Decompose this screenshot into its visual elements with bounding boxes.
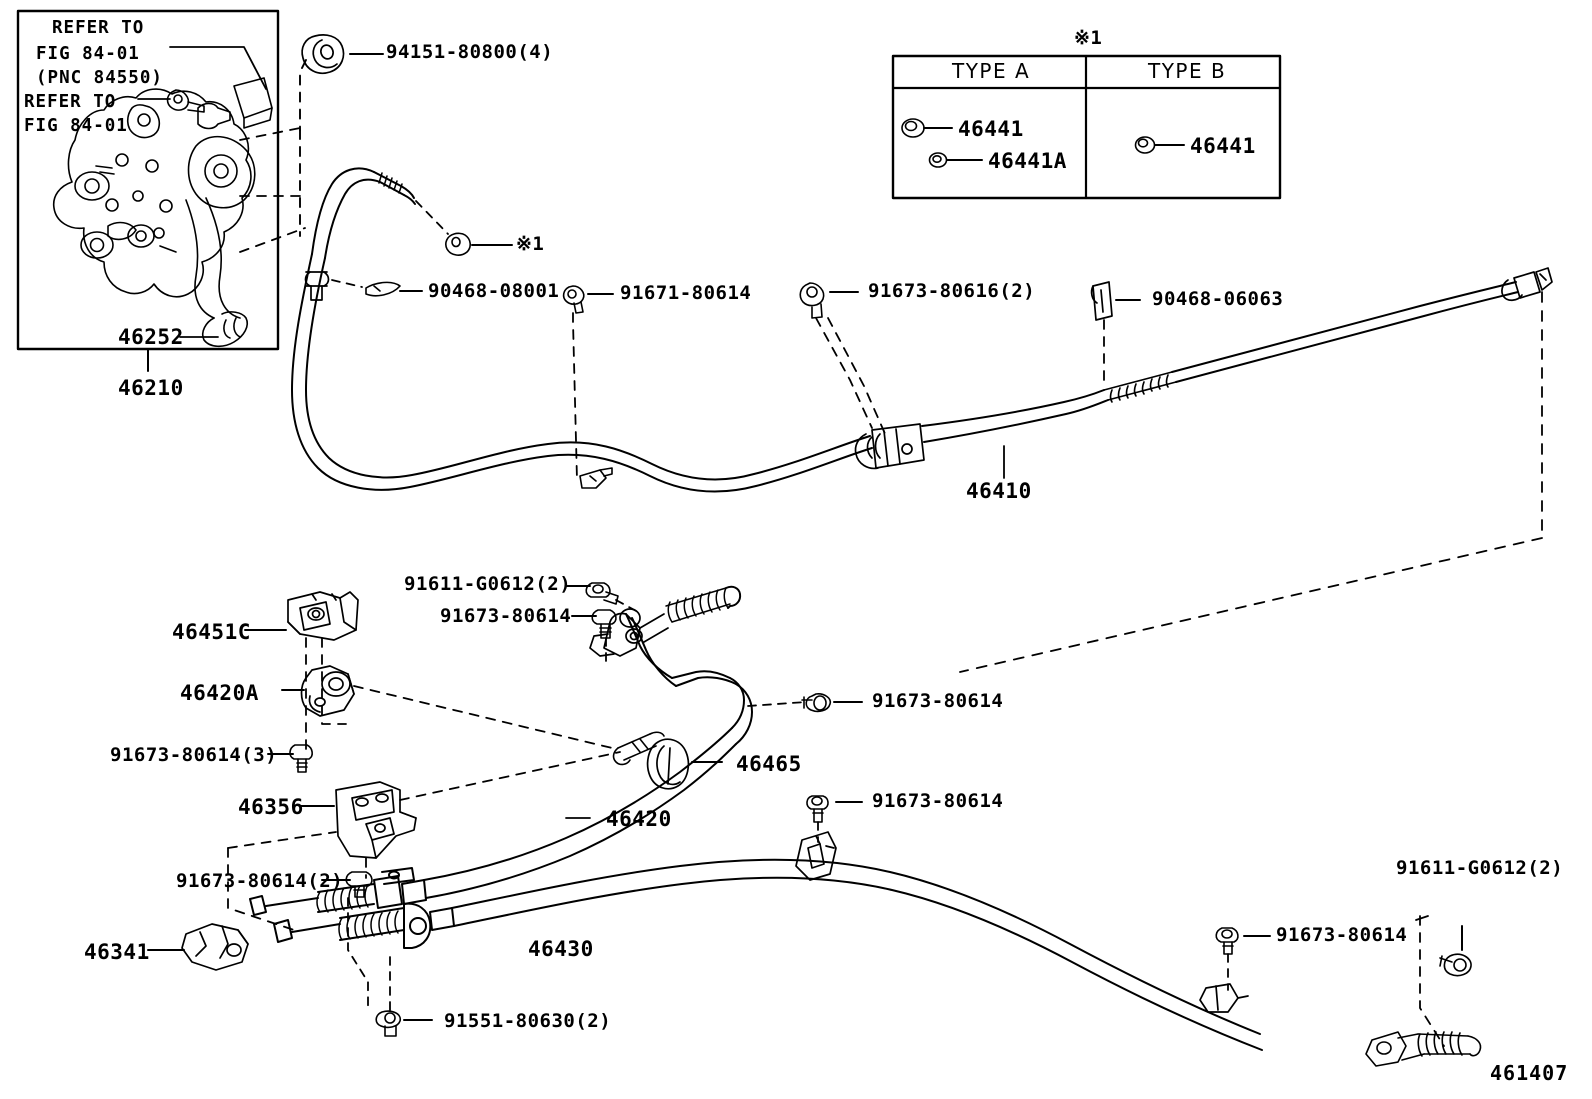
inset-refer-line-1: REFER TO <box>52 18 145 38</box>
callout-46465: 46465 <box>736 752 802 776</box>
bolt-91673-equalizer <box>591 609 617 639</box>
callout-46410: 46410 <box>966 479 1032 503</box>
fitting-46341 <box>181 923 249 971</box>
bracket-46451C <box>287 591 359 641</box>
callout-94151-80800: 94151-80800(4) <box>386 41 554 63</box>
dash-91611-bottom <box>1419 915 1445 1047</box>
type-table-title: ※1 <box>1074 27 1103 49</box>
callout-46430: 46430 <box>528 937 594 961</box>
type-table-col-a: TYPE A <box>952 59 1031 83</box>
callout-46341: 46341 <box>84 940 150 964</box>
clip-90468-06063 <box>1090 281 1113 321</box>
dash-perspective-d <box>959 537 1543 673</box>
dash-94151 <box>299 59 307 131</box>
inset-refer-line-5: FIG 84-01 <box>24 116 128 136</box>
bolt-91671 <box>562 285 585 314</box>
cable-46420 <box>249 585 753 916</box>
type-b-part-46441: 46441 <box>1190 134 1256 158</box>
part-label-46252: 46252 <box>118 325 184 349</box>
callout-91551-80630: 91551-80630(2) <box>444 1010 612 1032</box>
callout-46420A: 46420A <box>180 681 259 705</box>
cable-46430 <box>273 831 1482 1067</box>
callout-46356: 46356 <box>238 795 304 819</box>
callout-90468-08001: 90468-08001 <box>428 280 560 302</box>
inset-refer-line-2: FIG 84-01 <box>36 44 140 64</box>
dash-91673-mid <box>747 701 807 707</box>
callout-91671-80614: 91671-80614 <box>620 282 752 304</box>
dash-46356 <box>399 751 621 801</box>
dash-box-link-3 <box>239 227 306 253</box>
leader-refer-84550 <box>169 46 267 90</box>
callout-46420: 46420 <box>606 807 672 831</box>
dash-91671 <box>572 312 578 481</box>
callout-91673-80614-equalizer: 91673-80614 <box>440 605 572 627</box>
type-a-fastener-icons <box>901 118 983 168</box>
grommet-94151 <box>301 34 345 75</box>
cable-46410 <box>291 167 1553 493</box>
dash-91673-80616-b <box>827 317 887 437</box>
bolt-91673-mid <box>801 693 832 713</box>
callout-91673-80614-mid: 91673-80614 <box>872 690 1004 712</box>
dash-46420A <box>353 685 613 749</box>
dash-91673-80616-a <box>815 317 873 429</box>
dash-91611-upper <box>615 599 639 613</box>
dash-box-link-1 <box>239 127 301 141</box>
callout-91611-G0612-bottom: 91611-G0612(2) <box>1396 857 1564 879</box>
callout-91673-80616: 91673-80616(2) <box>868 280 1036 302</box>
type-a-part-46441A: 46441A <box>988 149 1067 173</box>
type-a-part-46441: 46441 <box>958 117 1024 141</box>
grommet-46465 <box>646 738 690 790</box>
callout-91673-80614-2: 91673-80614(2) <box>176 870 344 892</box>
bolt-91673-bottom <box>1215 927 1239 955</box>
inset-refer-line-3: (PNC 84550) <box>36 68 163 88</box>
callout-46451C: 46451C <box>172 620 251 644</box>
bolt-91611-bottom <box>1439 953 1472 977</box>
bolt-91673-80616 <box>799 282 825 319</box>
inset-refer-line-4: REFER TO <box>24 92 117 112</box>
callout-90468-06063: 90468-06063 <box>1152 288 1284 310</box>
dash-46451C-b <box>321 637 347 725</box>
bolt-91673-80614-3 <box>289 744 313 773</box>
callout-91673-80614-3: 91673-80614(3) <box>110 744 278 766</box>
part-label-46210: 46210 <box>118 376 184 400</box>
callout-91673-80614-bracket: 91673-80614 <box>872 790 1004 812</box>
clip-46420A <box>300 665 355 717</box>
dash-91611-bottom-tip <box>1415 915 1429 921</box>
bracket-46356 <box>335 781 417 859</box>
bolt-91551 <box>375 1010 402 1037</box>
type-b-fastener-icon <box>1134 136 1185 154</box>
pedal-assembly-illustration <box>52 77 273 348</box>
type-table-frame <box>891 54 1282 200</box>
dash-46356-c <box>227 831 337 849</box>
callout-91673-80614-bottom: 91673-80614 <box>1276 924 1408 946</box>
type-table-col-b: TYPE B <box>1148 59 1227 83</box>
bolt-91673-bracket <box>806 795 829 823</box>
callout-mark-1: ※1 <box>516 233 545 255</box>
callout-91611-G0612-upper: 91611-G0612(2) <box>404 573 572 595</box>
drawing-number: 461407 <box>1490 1061 1569 1085</box>
